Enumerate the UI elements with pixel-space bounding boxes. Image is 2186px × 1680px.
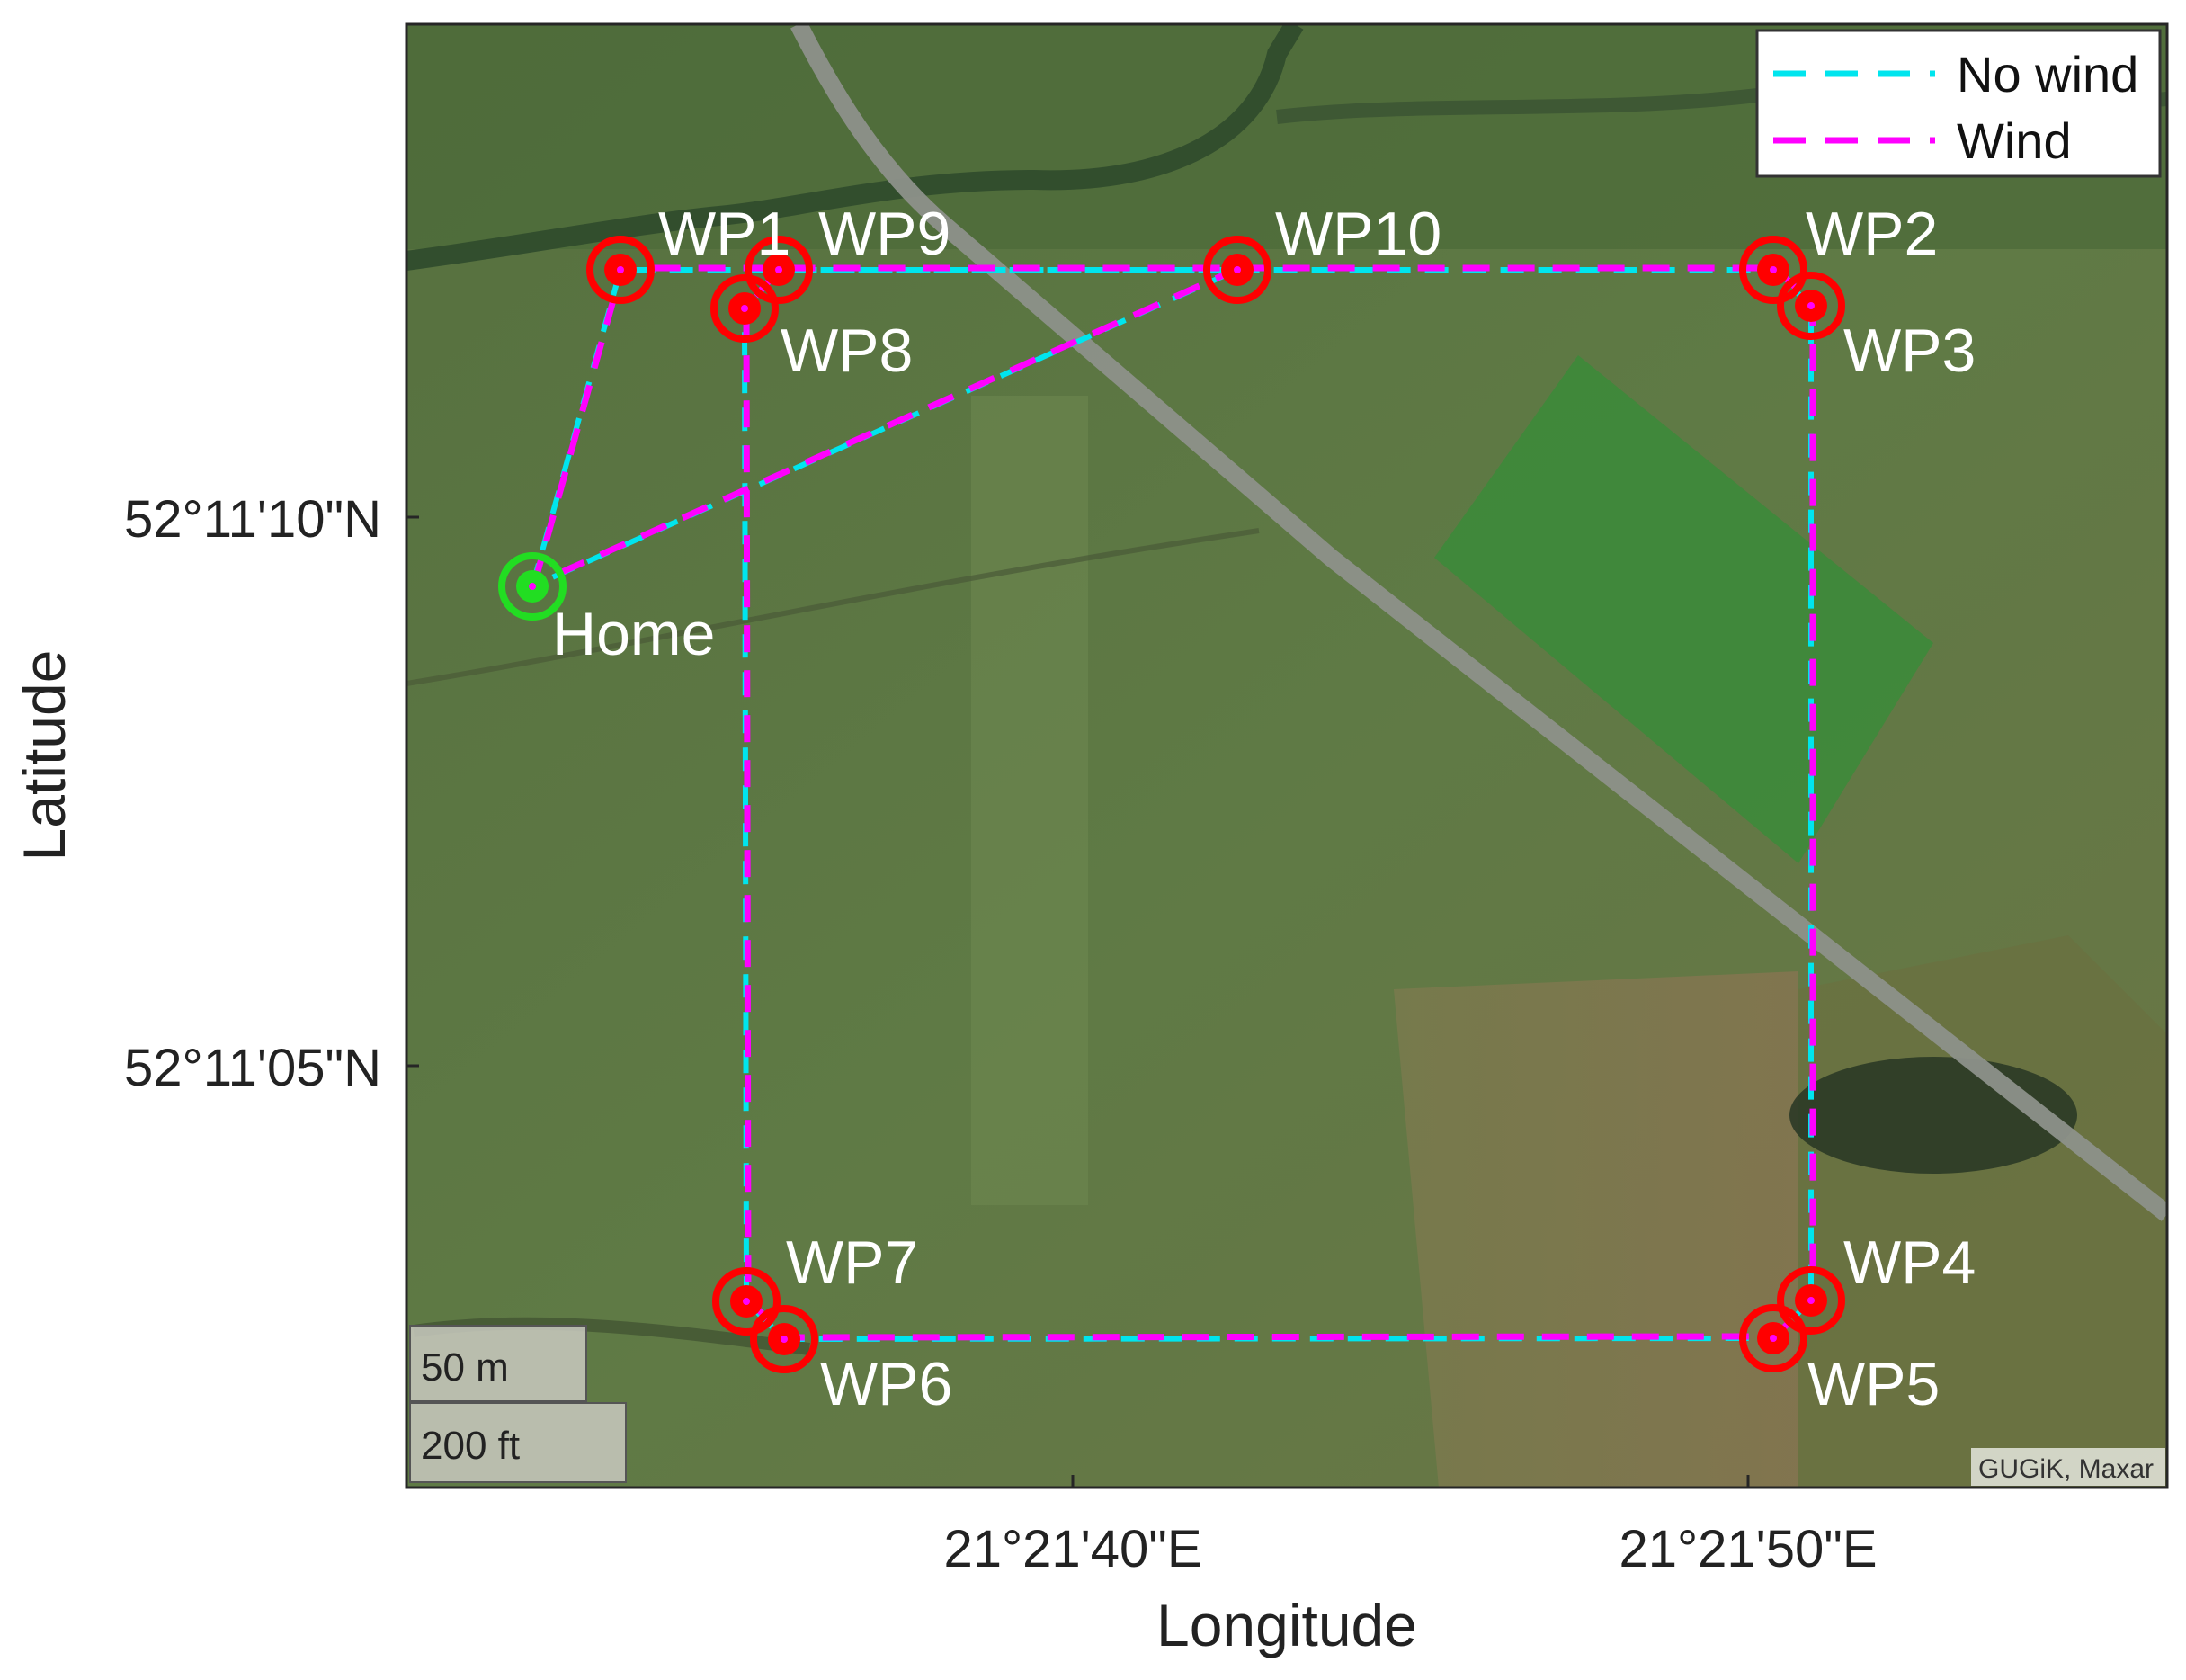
waypoint-label-wp10: WP10 (1275, 200, 1441, 268)
waypoint-label-wp9: WP9 (818, 200, 950, 268)
scale-bar-imperial-label: 200 ft (421, 1424, 520, 1468)
longitude-ticks: 21°21'40"E 21°21'50"E (943, 1475, 1878, 1578)
waypoint-marker-wp3[interactable] (1777, 272, 1845, 340)
home-label: Home (552, 600, 715, 668)
waypoint-label-wp2: WP2 (1806, 200, 1938, 268)
home-marker[interactable] (498, 552, 567, 621)
waypoint-marker-wp2[interactable] (1739, 236, 1807, 304)
lon-tick-label: 21°21'50"E (1619, 1520, 1877, 1578)
legend-label-no-wind: No wind (1957, 46, 2138, 103)
waypoint-marker-wp8[interactable] (710, 274, 779, 343)
waypoint-label-wp4: WP4 (1843, 1229, 1976, 1297)
waypoint-marker-wp9[interactable] (745, 236, 813, 304)
legend-label-wind: Wind (1957, 112, 2072, 169)
road (790, 24, 2167, 1221)
waypoint-labels: WP1 WP9 WP10 WP2 WP8 WP3 Home WP7 WP4 WP… (552, 200, 1976, 1418)
waypoint-marker-wp5[interactable] (1739, 1304, 1807, 1372)
lat-tick-label: 52°11'05"N (124, 1039, 381, 1097)
waypoint-marker-wp1[interactable] (586, 236, 655, 304)
lat-tick-label: 52°11'10"N (124, 490, 381, 549)
waypoint-label-wp3: WP3 (1843, 317, 1976, 385)
waypoint-marker-wp7[interactable] (712, 1267, 781, 1336)
waypoint-marker-wp6[interactable] (750, 1305, 818, 1373)
x-axis-label: Longitude (1156, 1592, 1417, 1658)
scale-bar-metric-label: 50 m (421, 1345, 509, 1390)
waypoint-marker-wp10[interactable] (1203, 236, 1271, 304)
attribution-box (1971, 1448, 2165, 1486)
scale-bar-metric (409, 1325, 587, 1402)
river (406, 24, 1304, 271)
wind-path (531, 264, 1816, 1341)
latitude-ticks: 52°11'10"N 52°11'05"N (124, 490, 419, 1097)
legend: No wind Wind (1755, 29, 2162, 178)
flight-paths (530, 264, 1816, 1343)
lon-tick-label: 21°21'40"E (943, 1520, 1201, 1578)
waypoint-label-wp6: WP6 (820, 1350, 952, 1418)
scale-bar: 50 m 200 ft (409, 1325, 627, 1483)
legend-box (1755, 29, 2162, 178)
map-attribution[interactable]: GUGiK, Maxar (1978, 1454, 2154, 1484)
waypoint-marker-wp4[interactable] (1777, 1266, 1845, 1335)
y-axis-label: Latitude (11, 650, 77, 862)
waypoint-label-wp7: WP7 (786, 1229, 918, 1297)
waypoint-label-wp8: WP8 (781, 317, 913, 385)
waypoint-label-wp5: WP5 (1807, 1350, 1940, 1418)
waypoint-label-wp1: WP1 (658, 200, 790, 268)
map-frame (405, 22, 2169, 1489)
waypoint-markers (498, 236, 1845, 1373)
scale-bar-imperial (409, 1402, 627, 1483)
